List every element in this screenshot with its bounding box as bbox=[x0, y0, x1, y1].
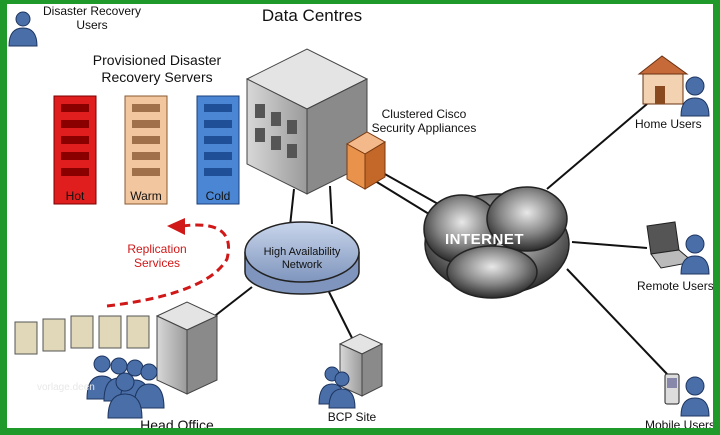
home-icon bbox=[637, 55, 689, 105]
mobile-user-icon bbox=[680, 376, 710, 417]
remote-user-icon bbox=[680, 234, 710, 275]
internet-cloud-icon bbox=[423, 186, 570, 299]
replication-services-label: Replication Services bbox=[107, 242, 207, 270]
ha-network-label: High Availability Network bbox=[247, 246, 357, 272]
watermark-text: vorlage.deen bbox=[37, 382, 95, 393]
clustered-line2: Security Appliances bbox=[371, 121, 477, 135]
high-availability-network-icon bbox=[244, 221, 360, 295]
provisioned-line1: Provisioned Disaster bbox=[92, 52, 222, 68]
replication-line1: Replication bbox=[127, 242, 187, 256]
diagram-canvas: Disaster Recovery Users Data Centres Pro… bbox=[7, 4, 713, 428]
clustered-cisco-label: Clustered Cisco Security Appliances bbox=[359, 107, 489, 135]
replication-line2: Services bbox=[133, 256, 180, 270]
dr-users-label: Disaster Recovery Users bbox=[37, 4, 147, 32]
provisioned-servers-label: Provisioned Disaster Recovery Servers bbox=[77, 52, 237, 86]
page-title: Data Centres bbox=[261, 6, 363, 25]
head-office-servers-icon bbox=[14, 315, 150, 355]
firewall-icon bbox=[346, 131, 386, 190]
head-office-building-icon bbox=[155, 301, 219, 395]
warm-server-rack-icon bbox=[124, 95, 168, 205]
home-user-icon bbox=[680, 76, 710, 117]
warm-server-label: Warm bbox=[130, 189, 162, 203]
hot-server-label: Hot bbox=[65, 189, 85, 203]
remote-users-label: Remote Users bbox=[637, 279, 713, 293]
cold-server-label: Cold bbox=[205, 189, 231, 203]
network-diagram bbox=[8, 11, 710, 419]
bcp-users-icon bbox=[318, 366, 356, 409]
mobile-phone-icon bbox=[664, 373, 680, 405]
dr-users-line1: Disaster Recovery bbox=[42, 4, 142, 18]
dr-user-icon bbox=[8, 11, 38, 47]
dr-users-line2: Users bbox=[76, 18, 108, 32]
cold-server-rack-icon bbox=[196, 95, 240, 205]
replication-arrow-head bbox=[167, 218, 185, 235]
internet-label: INTERNET bbox=[445, 231, 524, 248]
replication-arrow bbox=[106, 223, 230, 308]
bcp-site-building-icon bbox=[338, 333, 384, 397]
ha-line1: High Availability bbox=[263, 246, 341, 258]
head-office-users-icon bbox=[86, 355, 165, 419]
mobile-users-label: Mobile Users bbox=[645, 418, 713, 428]
clustered-line1: Clustered Cisco bbox=[381, 107, 467, 121]
head-office-label: Head Office bbox=[140, 417, 214, 428]
hot-server-rack-icon bbox=[53, 95, 97, 205]
home-users-label: Home Users bbox=[635, 117, 702, 131]
bcp-site-label: BCP Site bbox=[327, 410, 377, 424]
provisioned-line2: Recovery Servers bbox=[101, 69, 213, 85]
ha-line2: Network bbox=[281, 259, 323, 271]
